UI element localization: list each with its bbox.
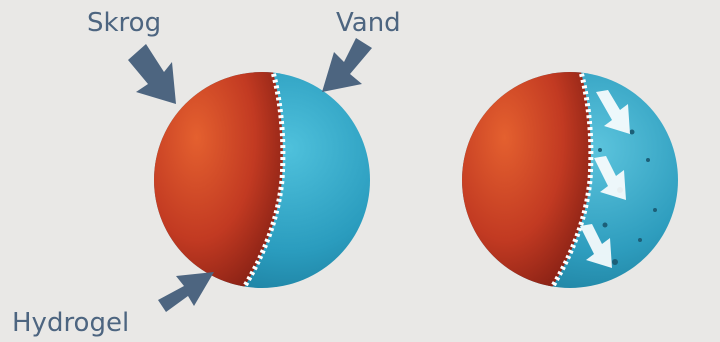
label-shell: Skrog [87, 10, 161, 36]
arrow-icon-vand [322, 38, 372, 92]
arrow-icon-hydrogel [158, 272, 214, 312]
label-water: Vand [336, 10, 401, 36]
label-hydrogel: Hydrogel [12, 310, 129, 336]
arrow-icon-skrog [128, 44, 176, 104]
sphere-water-filled [150, 68, 380, 300]
sphere-water-releasing [458, 68, 688, 300]
